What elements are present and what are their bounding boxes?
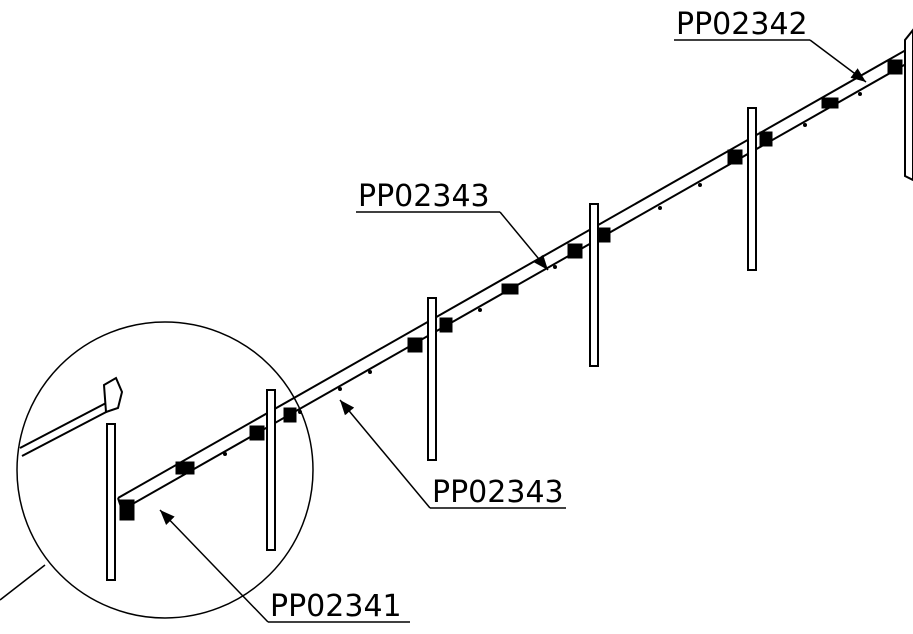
- callout-pp02342: PP02342: [674, 7, 867, 83]
- clamp-blocks: [119, 59, 903, 521]
- detail-circle: [16, 321, 314, 619]
- callout-pp02341: PP02341: [159, 509, 410, 624]
- stakes: [106, 107, 757, 581]
- detail-rod: [19, 376, 124, 457]
- rail-holes: [223, 92, 862, 456]
- label-pp02341: PP02341: [270, 589, 402, 624]
- label-pp02343-lower: PP02343: [432, 475, 564, 510]
- callout-pp02343-lower: PP02343: [339, 399, 566, 510]
- detail-leader: [0, 564, 46, 601]
- main-rail: [117, 45, 913, 511]
- end-bracket: [904, 28, 913, 182]
- label-pp02342: PP02342: [676, 7, 808, 42]
- label-pp02343-upper: PP02343: [358, 179, 490, 214]
- callout-pp02343-upper: PP02343: [356, 179, 549, 271]
